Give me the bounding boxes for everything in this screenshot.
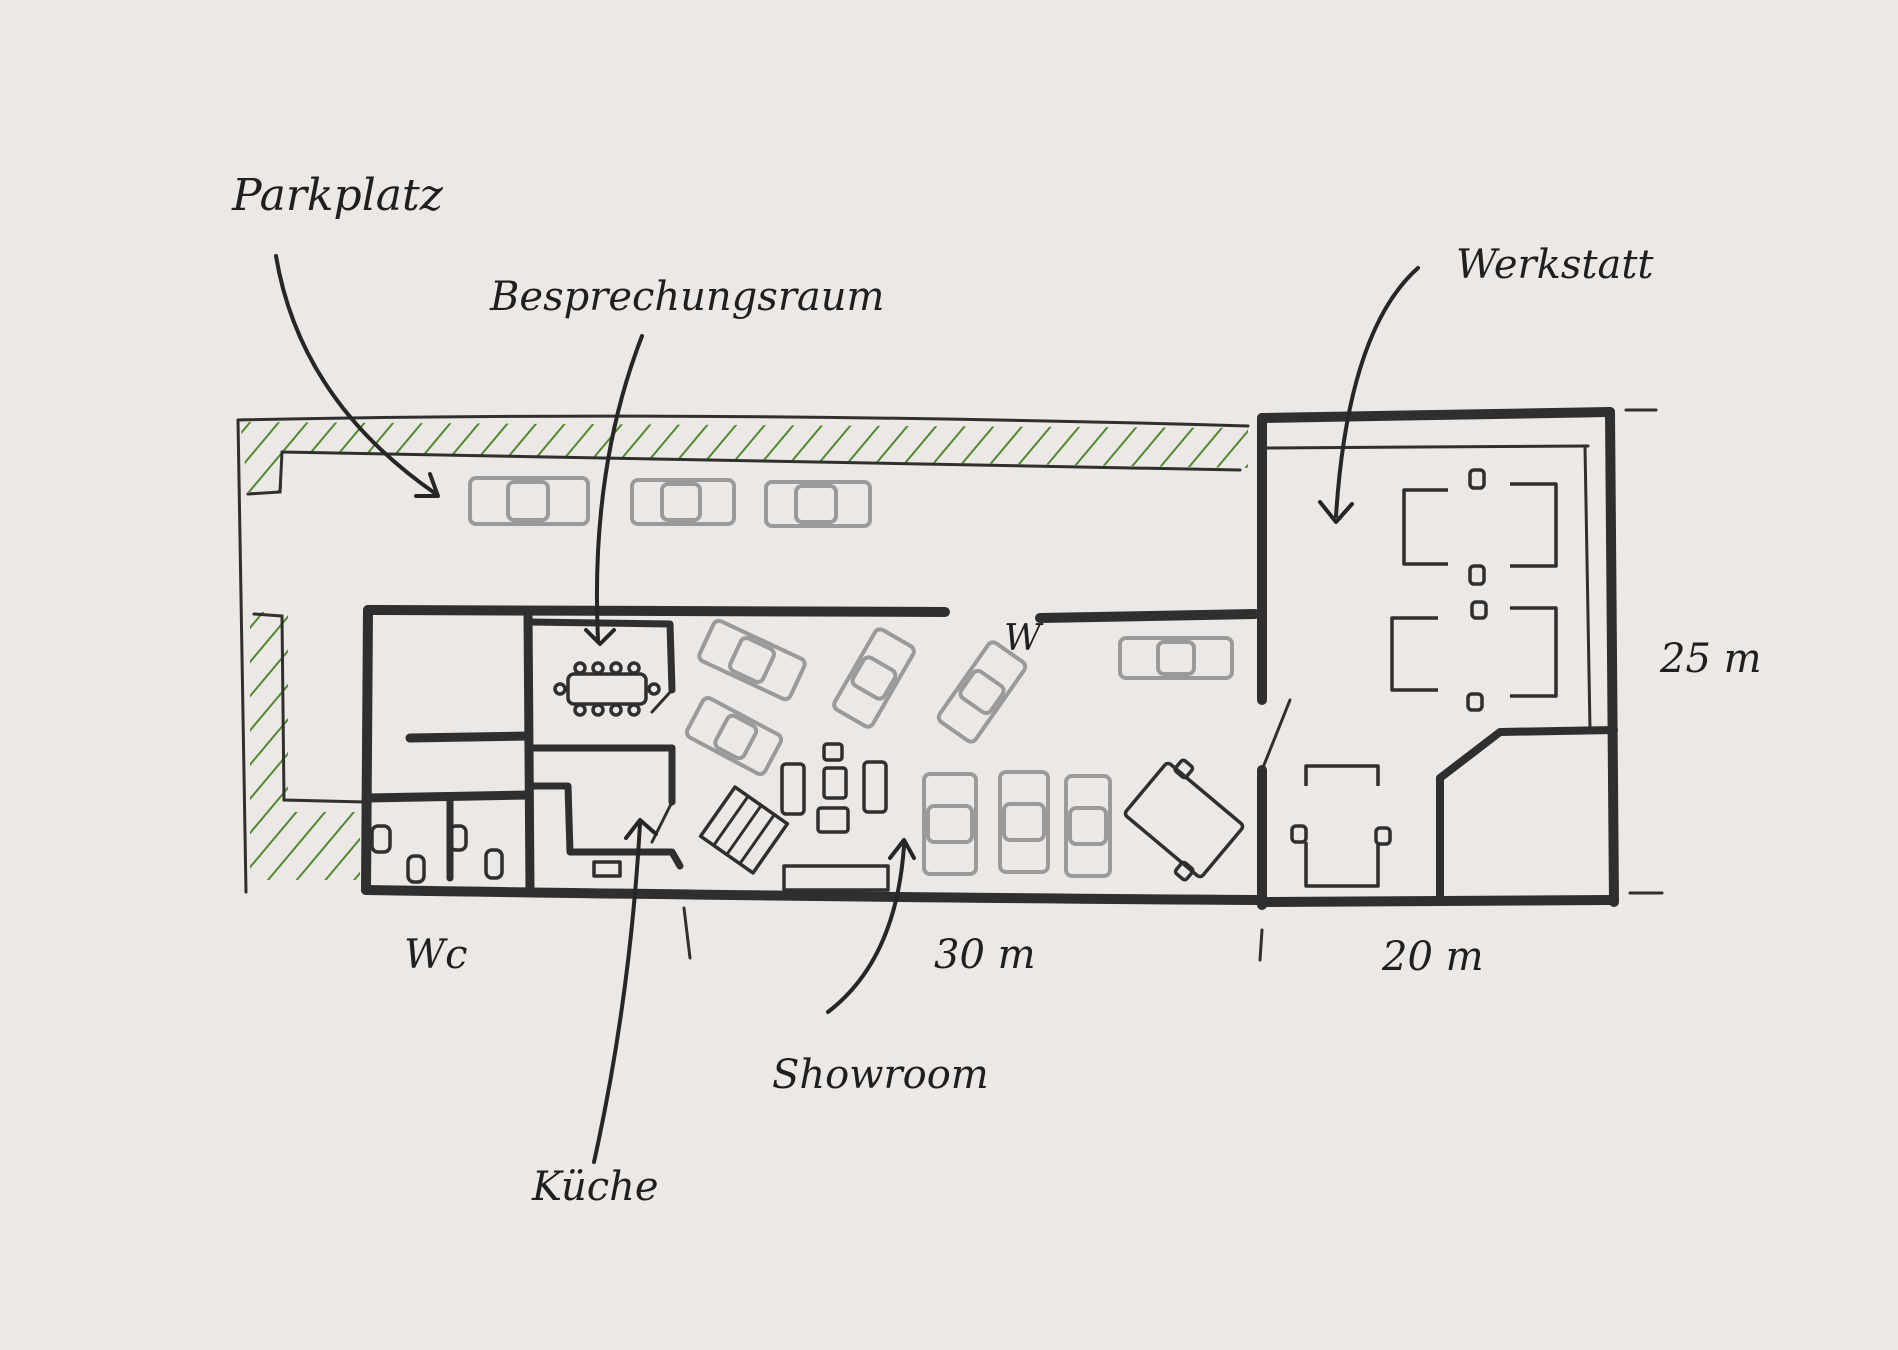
parking-cars bbox=[468, 476, 872, 528]
workshop-lifts bbox=[1290, 468, 1558, 888]
building-walls bbox=[361, 407, 1664, 962]
green-area bbox=[240, 422, 1248, 880]
room-labels: Parkplatz Besprechungsraum Werkstatt Wc … bbox=[231, 170, 1762, 1210]
label-wc: Wc bbox=[404, 932, 468, 978]
leader-arrows bbox=[274, 254, 1420, 1164]
label-kueche: Küche bbox=[531, 1164, 659, 1210]
dimension-20m: 20 m bbox=[1381, 934, 1484, 980]
kitchen-counter bbox=[592, 860, 622, 878]
label-showroom: Showroom bbox=[772, 1052, 989, 1098]
door-mark: W bbox=[1004, 618, 1044, 659]
reception-desk bbox=[1123, 758, 1245, 882]
label-besprechungsraum: Besprechungsraum bbox=[489, 274, 884, 320]
wc-fixtures bbox=[370, 824, 504, 884]
label-werkstatt: Werkstatt bbox=[1456, 242, 1654, 288]
lounge-seating bbox=[698, 742, 890, 892]
showroom-cars bbox=[684, 618, 1234, 878]
meeting-table bbox=[553, 661, 661, 717]
dimension-30m: 30 m bbox=[934, 932, 1036, 978]
site-boundary bbox=[236, 414, 1250, 894]
label-parkplatz: Parkplatz bbox=[231, 170, 444, 221]
dimension-25m: 25 m bbox=[1659, 636, 1762, 682]
